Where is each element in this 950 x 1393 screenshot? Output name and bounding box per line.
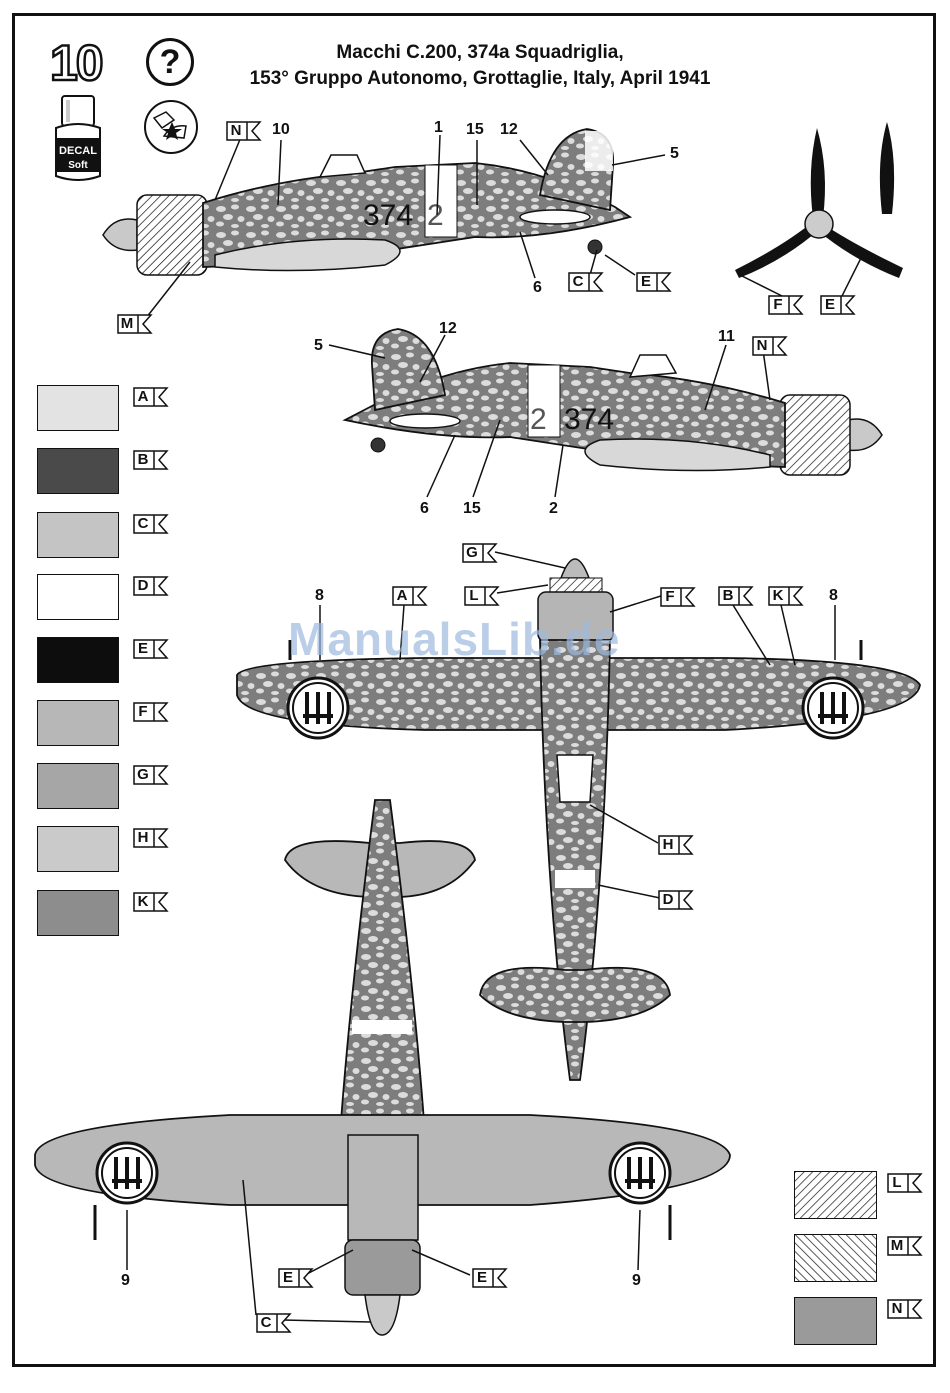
- callout-flag-1-label: C: [568, 272, 588, 292]
- callout-flag-6: E: [820, 295, 856, 315]
- callout-flag-14: D: [658, 890, 694, 910]
- callout-flag-8: L: [464, 586, 500, 606]
- callout-flag-2: E: [636, 272, 672, 292]
- callout-9-right: 9: [632, 1272, 641, 1290]
- callout-flag-4-label: N: [752, 336, 772, 356]
- callout-flag-11-label: B: [718, 586, 738, 606]
- callout-12b: 12: [439, 320, 457, 338]
- callout-15b: 15: [463, 500, 481, 518]
- callout-8-left: 8: [315, 587, 324, 605]
- callout-flag-9: F: [660, 587, 696, 607]
- callout-flag-13-label: H: [658, 835, 678, 855]
- callout-flag-7: G: [462, 543, 498, 563]
- callout-9-left: 9: [121, 1272, 130, 1290]
- callout-12: 12: [500, 121, 518, 139]
- callout-flag-10-label: A: [392, 586, 412, 606]
- callout-flag-14-label: D: [658, 890, 678, 910]
- callout-6b: 6: [420, 500, 429, 518]
- callout-flag-0: N: [226, 121, 262, 141]
- callout-flag-12-label: K: [768, 586, 788, 606]
- callout-flag-8-label: L: [464, 586, 484, 606]
- callout-flag-15: E: [278, 1268, 314, 1288]
- callout-flag-9-label: F: [660, 587, 680, 607]
- callout-6: 6: [533, 279, 542, 297]
- callout-flag-16: E: [472, 1268, 508, 1288]
- callout-15: 15: [466, 121, 484, 139]
- callout-flag-3: M: [117, 314, 153, 334]
- callout-flag-3-label: M: [117, 314, 137, 334]
- callout-flag-16-label: E: [472, 1268, 492, 1288]
- callout-flag-15-label: E: [278, 1268, 298, 1288]
- callout-flag-1: C: [568, 272, 604, 292]
- callout-flag-2-label: E: [636, 272, 656, 292]
- callout-flag-0-label: N: [226, 121, 246, 141]
- callout-flag-5-label: F: [768, 295, 788, 315]
- callout-flag-13: H: [658, 835, 694, 855]
- callout-5: 5: [670, 145, 679, 163]
- callout-flag-11: B: [718, 586, 754, 606]
- callout-11: 11: [718, 328, 735, 346]
- callout-flag-17: C: [256, 1313, 292, 1333]
- callout-flag-17-label: C: [256, 1313, 276, 1333]
- callout-flag-4: N: [752, 336, 788, 356]
- callout-10: 10: [272, 121, 290, 139]
- callout-flag-7-label: G: [462, 543, 482, 563]
- callout-flag-6-label: E: [820, 295, 840, 315]
- callout-1: 1: [434, 119, 443, 137]
- callout-2: 2: [549, 500, 558, 518]
- callout-8-right: 8: [829, 587, 838, 605]
- callout-flag-12: K: [768, 586, 804, 606]
- callout-flag-10: A: [392, 586, 428, 606]
- callout-5b: 5: [314, 337, 323, 355]
- watermark: ManualsLib.de: [288, 612, 620, 666]
- callout-flag-5: F: [768, 295, 804, 315]
